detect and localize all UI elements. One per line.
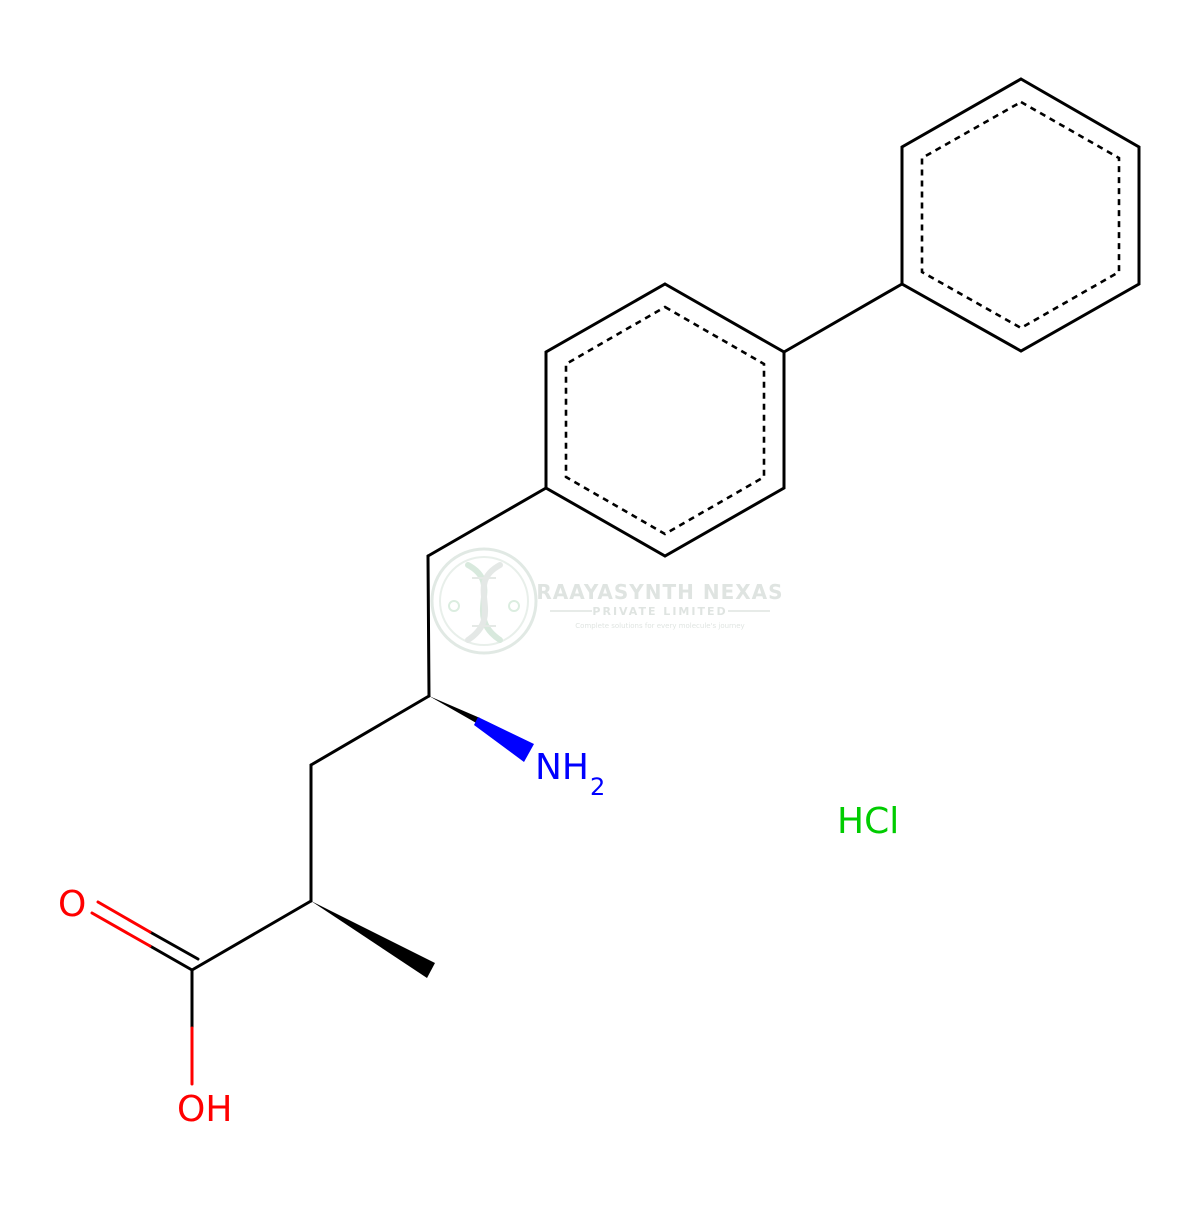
dna-helix-icon bbox=[430, 547, 538, 655]
terminal-phenyl-ring bbox=[900, 77, 1141, 353]
hcl-salt-label: HCl bbox=[837, 801, 899, 842]
watermark: RAAYASYNTH NEXAS PRIVATE LIMITED Complet… bbox=[430, 547, 783, 655]
watermark-subtitle: PRIVATE LIMITED bbox=[592, 605, 727, 618]
carboxyl-group bbox=[90, 900, 200, 1086]
amine-label: NH bbox=[535, 747, 589, 788]
inner-phenylene-ring bbox=[544, 282, 786, 558]
methyl-wedge-bond bbox=[311, 901, 435, 978]
hydroxyl-label: OH bbox=[177, 1089, 232, 1130]
biaryl-bond bbox=[782, 282, 904, 354]
watermark-tagline: Complete solutions for every molecule's … bbox=[575, 622, 744, 630]
carbonyl-oxygen-label: O bbox=[58, 884, 86, 925]
amine-wedge-bond bbox=[429, 696, 480, 724]
amine-wedge-bond-blue bbox=[474, 717, 534, 762]
amine-subscript: 2 bbox=[590, 773, 605, 801]
watermark-company: RAAYASYNTH NEXAS bbox=[536, 580, 783, 604]
aliphatic-chain bbox=[190, 486, 548, 972]
